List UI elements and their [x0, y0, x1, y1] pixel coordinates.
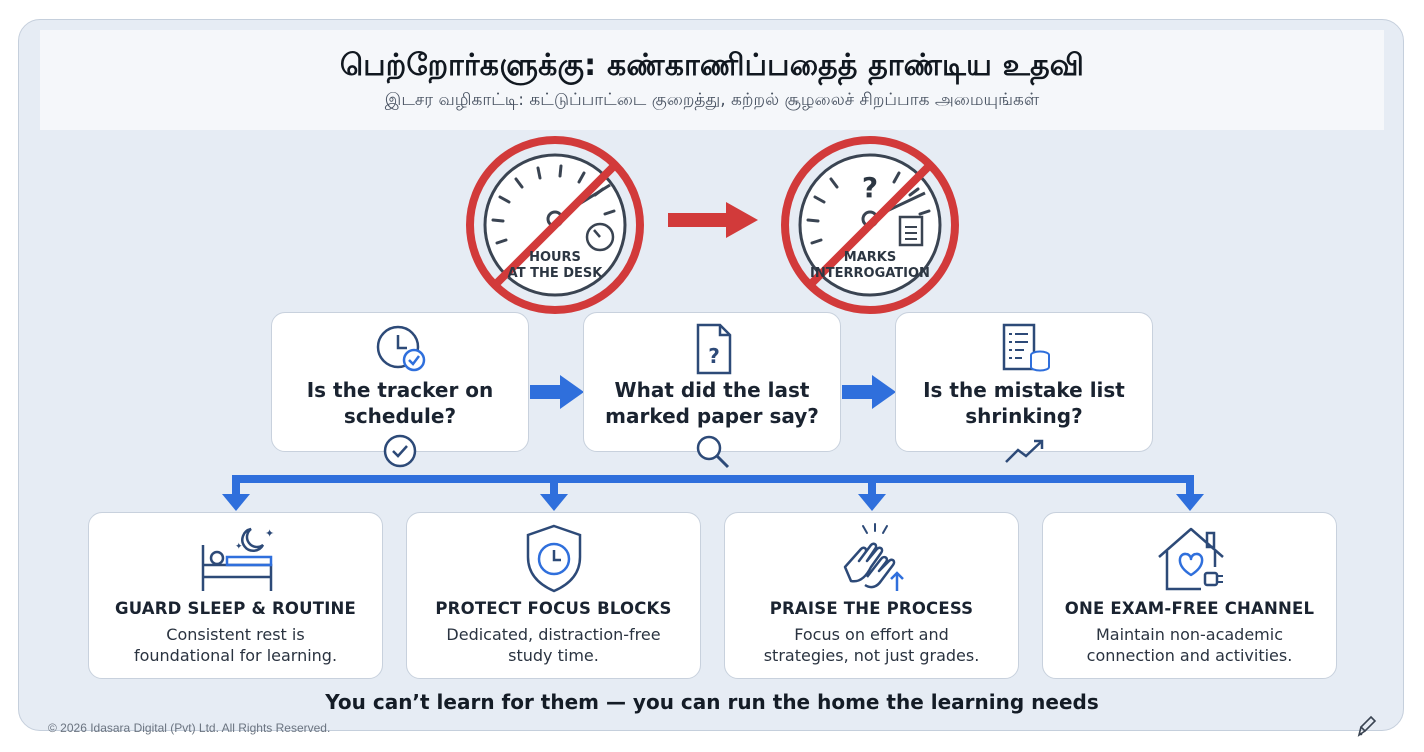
action-title: GUARD SLEEP & ROUTINE [114, 599, 357, 618]
prohibited-hours-gauge-icon [466, 136, 644, 314]
blue-arrow-right-icon [842, 375, 896, 409]
svg-text:?: ? [862, 171, 878, 204]
svg-text:?: ? [708, 344, 720, 368]
question-text: Is the tracker on schedule? [306, 378, 494, 428]
action-title: ONE EXAM-FREE CHANNEL [1064, 599, 1315, 618]
action-description: Focus on effort and strategies, not just… [763, 625, 980, 665]
svg-text:✦: ✦ [235, 542, 243, 552]
clock-check-icon [376, 325, 426, 372]
action-description: Dedicated, distraction-free study time. [446, 625, 661, 665]
svg-text:✦: ✦ [265, 527, 274, 540]
prohibited-marks-gauge-icon: ? [781, 136, 959, 314]
page-subtitle: இடசர வழிகாட்டி: கட்டுப்பாட்டை குறைத்து, … [384, 90, 1040, 110]
pen-nib-icon [1357, 715, 1377, 737]
shield-clock-icon [526, 524, 582, 593]
action-card-focus: PROTECT FOCUS BLOCKS Dedicated, distract… [406, 512, 701, 679]
clapping-hands-icon [843, 523, 904, 591]
action-card-exam-free: ONE EXAM-FREE CHANNEL Maintain non-acade… [1042, 512, 1337, 679]
action-description: Maintain non-academic connection and act… [1086, 625, 1293, 665]
action-title: PROTECT FOCUS BLOCKS [435, 599, 672, 618]
question-card-mistake-list: Is the mistake list shrinking? [895, 312, 1153, 452]
action-card-sleep: ✦ ✦ GUARD SLEEP & ROUTINE Consistent res… [88, 512, 383, 679]
red-arrow-right-icon [668, 202, 758, 238]
page-title: பெற்றோர்களுக்கு: கண்காணிப்பதைத் தாண்டிய … [339, 48, 1085, 83]
checklist-coins-icon [1002, 323, 1050, 372]
action-title: PRAISE THE PROCESS [769, 599, 974, 618]
blue-arrow-right-icon [530, 375, 584, 409]
copyright-notice: © 2026 Idasara Digital (Pvt) Ltd. All Ri… [48, 721, 331, 735]
header-banner: பெற்றோர்களுக்கு: கண்காணிப்பதைத் தாண்டிய … [40, 30, 1384, 130]
closing-tagline: You can’t learn for them — you can run t… [325, 690, 1099, 714]
trend-up-icon [1005, 439, 1044, 463]
question-card-tracker: Is the tracker on schedule? [271, 312, 529, 452]
action-card-praise: PRAISE THE PROCESS Focus on effort and s… [724, 512, 1019, 679]
magnifier-icon [696, 435, 730, 469]
bed-moon-icon: ✦ ✦ [201, 527, 274, 591]
document-question-icon: ? [696, 323, 732, 375]
distribution-connector [222, 475, 1204, 511]
home-heart-plug-icon [1158, 527, 1224, 591]
check-circle-icon [383, 434, 417, 468]
question-text: What did the last marked paper say? [605, 378, 819, 428]
prohibited-label-hours: HOURS AT THE DESK [507, 250, 603, 281]
question-card-marked-paper: ? What did the last marked paper say? [583, 312, 841, 452]
prohibited-label-marks: MARKS INTERROGATION [810, 250, 930, 281]
action-description: Consistent rest is foundational for lear… [133, 625, 338, 665]
question-text: Is the mistake list shrinking? [923, 378, 1125, 428]
